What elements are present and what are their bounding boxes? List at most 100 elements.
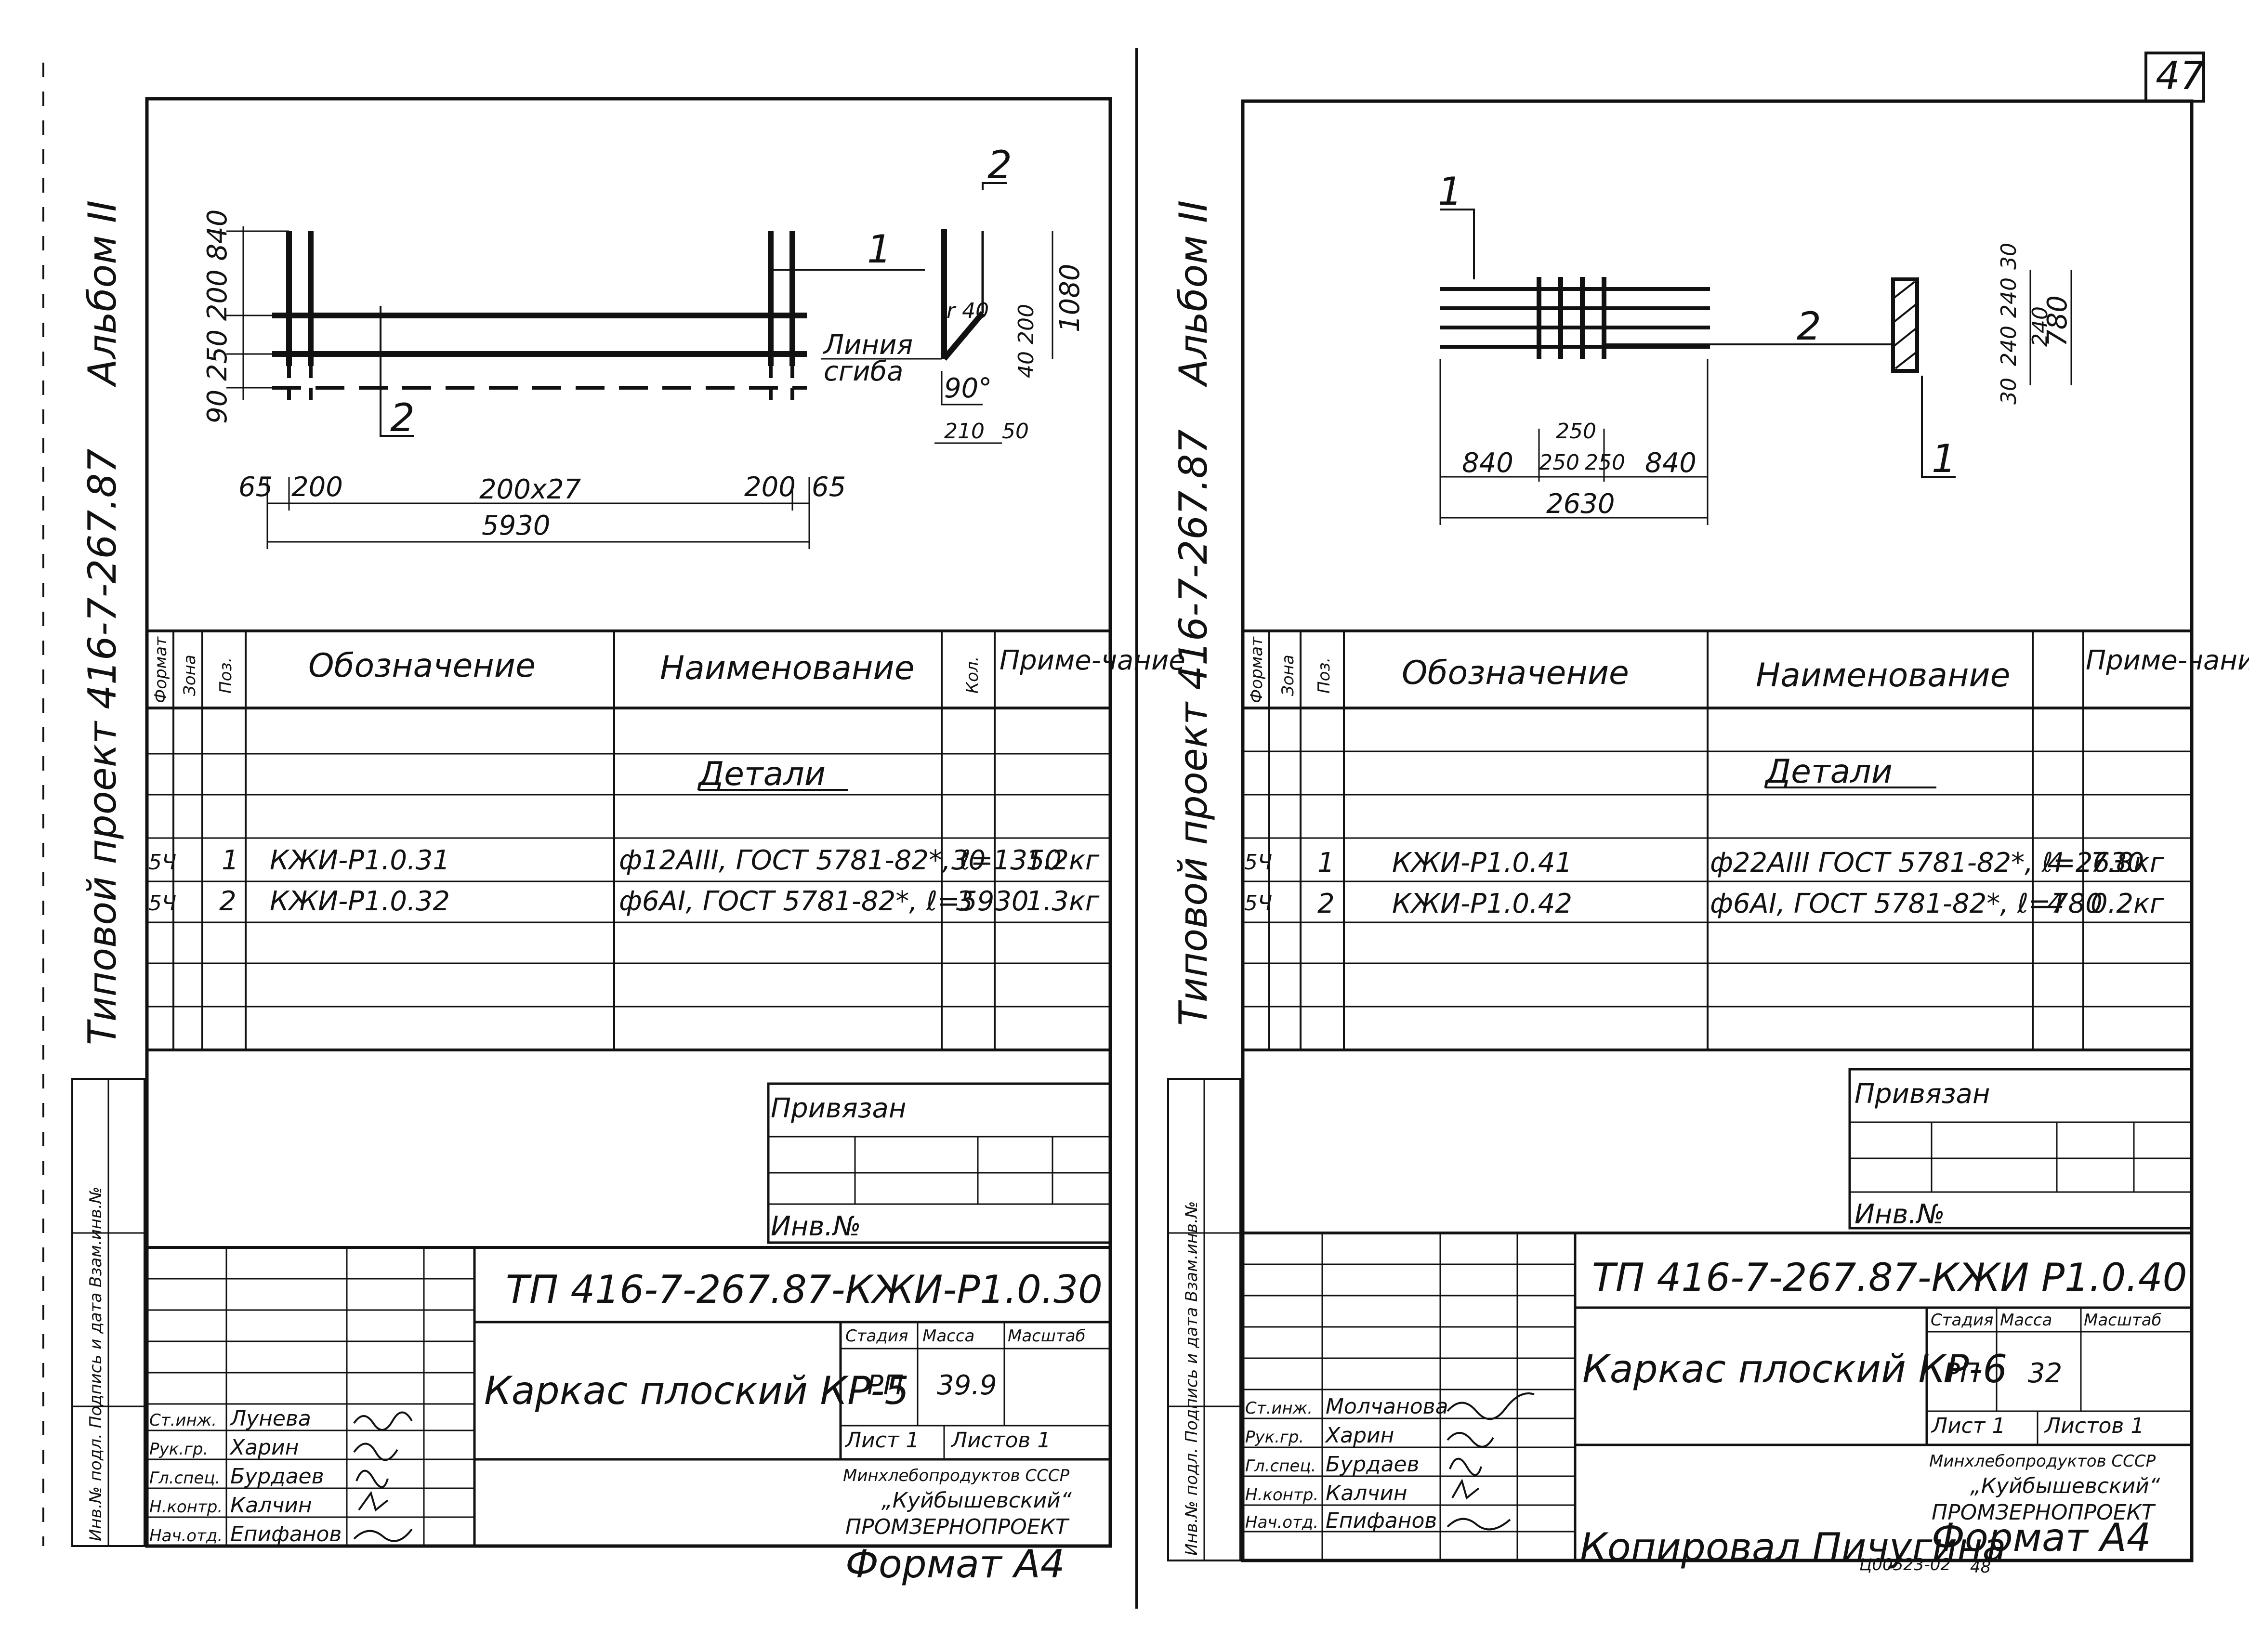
tb-person-2-r: Харин xyxy=(1325,1423,1394,1448)
tb-role-3-r: Гл.спец. xyxy=(1245,1456,1316,1476)
row1-name: ф12АIII, ГОСТ 5781-82*, ℓ=1350 xyxy=(619,845,1062,876)
callout-1b: 1 xyxy=(1932,436,1956,481)
row1-designation: КЖИ-Р1.0.31 xyxy=(270,845,450,876)
signature-3 xyxy=(355,1469,389,1488)
binding-frame xyxy=(767,1082,1112,1244)
row2-name-r: ф6АI, ГОСТ 5781-82*, ℓ=780 xyxy=(1710,888,2103,919)
callout-2b: 2 xyxy=(987,143,1012,187)
radius: r 40 xyxy=(947,299,989,323)
tb-stage-label-r: Стадия xyxy=(1931,1311,1993,1330)
hdr-name-r: Наименование xyxy=(1756,656,2010,695)
row1-name-r: ф22АIII ГОСТ 5781-82*, ℓ=2630 xyxy=(1710,847,2144,878)
tb-role-1-r: Ст.инж. xyxy=(1245,1399,1313,1418)
row2-note-r: 0.2кг xyxy=(2091,888,2164,919)
tb-scale-label: Масштаб xyxy=(1008,1326,1086,1346)
signature-4-r xyxy=(1451,1478,1480,1500)
tb-scale-label-r: Масштаб xyxy=(2084,1311,2162,1330)
tb-sheets-r: Листов 1 xyxy=(2044,1414,2144,1438)
signature-1-r xyxy=(1447,1392,1535,1420)
signature-5 xyxy=(353,1528,413,1542)
tb-name-r: Каркас плоский КР-6 xyxy=(1582,1347,2007,1391)
stamp-number: Ц00523-02 xyxy=(1859,1555,1951,1574)
section-mark-1a xyxy=(1440,209,1475,279)
row1-format-r: 5Ч xyxy=(1244,850,1272,875)
dim6-240-c: 240 xyxy=(2028,306,2052,347)
callout-2-r: 2 xyxy=(1797,304,1821,349)
tb-role-4-r: Н.контр. xyxy=(1245,1485,1318,1505)
dim6-840-left: 840 xyxy=(1462,447,1513,479)
dim6-780: 780 xyxy=(2042,295,2073,347)
row2-qty-r: 4 xyxy=(2047,888,2065,919)
tb-org-2: „Куйбышевский“ xyxy=(881,1488,1072,1513)
tb-stage-label: Стадия xyxy=(845,1326,908,1346)
side-stamp: Инв.№ подл. Подпись и дата Взам.инв.№ xyxy=(86,1187,105,1541)
signature-5-r xyxy=(1447,1518,1511,1531)
bend-bar-diag xyxy=(942,311,985,361)
tb-role-2: Рук.гр. xyxy=(149,1440,208,1459)
row2-format-r: 5Ч xyxy=(1244,891,1272,916)
hdr-name: Наименование xyxy=(660,649,914,687)
hdr-format-r: Формат xyxy=(1247,636,1266,703)
hatch-2 xyxy=(1892,302,1918,324)
signature-1 xyxy=(353,1411,413,1431)
binding-right: Привязан Инв.№ xyxy=(1848,1068,2193,1230)
tb-mass-r: 32 xyxy=(2028,1358,2062,1389)
stamp-suffix: 48 xyxy=(1970,1558,1991,1577)
bend-dim-50: 50 xyxy=(1002,419,1029,444)
signature-2 xyxy=(353,1442,398,1461)
title-block-right: ТП 416-7-267.87-КЖИ Р1.0.40 Каркас плоск… xyxy=(1241,1232,2193,1562)
tb-mass-label: Масса xyxy=(922,1326,974,1346)
tb-person-5: Епифанов xyxy=(230,1522,342,1547)
hdr-note-r: Приме-чание xyxy=(2086,645,2249,676)
hdr-qty: Кол. xyxy=(963,656,982,694)
binding-inv: Инв.№ xyxy=(771,1211,861,1242)
row2-pos: 2 xyxy=(219,886,237,917)
page-number: 47 xyxy=(2156,53,2205,98)
tb-mass-label-r: Масса xyxy=(2000,1311,2052,1330)
tb-org-1: Минхлебопродуктов СССР xyxy=(843,1466,1070,1485)
dim6-total: 2630 xyxy=(1546,488,1615,520)
tb-stage-r: РП xyxy=(1944,1358,1980,1389)
hdr-pos: Поз. xyxy=(216,657,236,694)
tb-stage: РП xyxy=(867,1370,904,1401)
dim-65-right: 65 xyxy=(812,472,846,503)
section-title: Детали xyxy=(697,755,826,793)
hatch-4 xyxy=(1894,351,1918,369)
sheet-left: Альбом II Типовой проект 416-7-267.87 Ин… xyxy=(42,63,1185,1586)
tb-role-5-r: Нач.отд. xyxy=(1245,1513,1318,1532)
tb-name: Каркас плоский КР-5 xyxy=(484,1368,909,1413)
row2-pos-r: 2 xyxy=(1317,888,1335,919)
row1-designation-r: КЖИ-Р1.0.41 xyxy=(1392,847,1572,878)
tb-code-r: ТП 416-7-267.87-КЖИ Р1.0.40 xyxy=(1592,1255,2187,1300)
dim-total: 5930 xyxy=(482,510,551,541)
dim-200-right: 200 xyxy=(744,472,796,503)
section-mark-1b xyxy=(1921,376,1956,478)
dim6-30-top: 30 xyxy=(1997,243,2021,270)
row2-format: 5Ч xyxy=(148,891,176,916)
tb-org-3-r: ПРОМЗЕРНОПРОЕКТ xyxy=(1932,1500,2156,1525)
callout-1: 1 xyxy=(867,227,892,272)
spec-table-left: Формат Зона Поз. Обозначение Наименовани… xyxy=(145,629,1185,1051)
hdr-designation: Обозначение xyxy=(308,647,536,685)
row1-qty-r: 4 xyxy=(2047,847,2065,878)
dim6-250-b: 250 xyxy=(1585,450,1625,475)
tb-role-3: Гл.спец. xyxy=(149,1468,220,1488)
dim6-250-top: 250 xyxy=(1556,419,1596,444)
dim-200x27: 200х27 xyxy=(479,474,581,505)
tb-frame xyxy=(145,1246,1112,1547)
tb-org-1-r: Минхлебопродуктов СССР xyxy=(1929,1452,2156,1471)
side-album: Альбом II xyxy=(80,200,125,388)
dim6-250-a: 250 xyxy=(1539,450,1579,475)
section-box xyxy=(1891,277,1919,373)
spec-table-right: Формат Зона Поз. Обозначение Наименовани… xyxy=(1241,629,2249,1051)
hdr-zone-r: Зона xyxy=(1278,655,1298,696)
dim6-30-bottom: 30 xyxy=(1997,378,2021,405)
copied-by: Копировал Пичугина xyxy=(1580,1525,2006,1570)
row2-note: 1.3кг xyxy=(1026,886,1100,917)
signature-3-r xyxy=(1449,1457,1482,1476)
side-project-r: Типовой проект 416-7-267.87 xyxy=(1171,429,1216,1026)
binding-inv-r: Инв.№ xyxy=(1854,1199,1945,1230)
sheet-right: Альбом II Типовой проект 416-7-267.87 Ин… xyxy=(1167,99,2249,1577)
spec-table-frame xyxy=(145,629,1112,1051)
